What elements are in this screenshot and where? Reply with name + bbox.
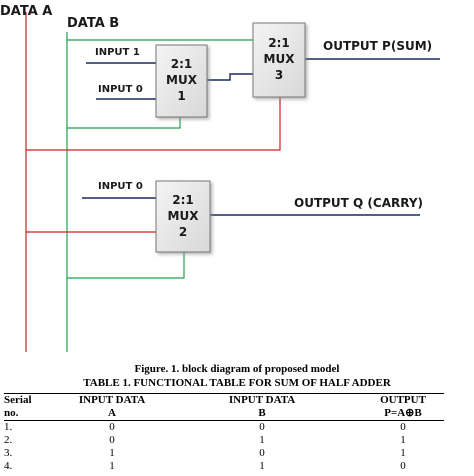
table-header-row-2: no. A B P=A⊕B <box>4 407 444 421</box>
mux-3-line2: MUX <box>264 52 296 66</box>
cell-serial: 2. <box>4 434 13 446</box>
mux2-input0-label: INPUT 0 <box>98 181 143 192</box>
table-header-row-1: Serial INPUT DATA INPUT DATA OUTPUT <box>4 393 444 408</box>
mux-2-line3: 2 <box>179 225 187 239</box>
cell-a: 1 <box>109 447 115 459</box>
mux1-to-mux3 <box>207 73 253 81</box>
cell-serial: 4. <box>4 460 13 472</box>
table-title: TABLE 1. FUNCTIONAL TABLE FOR SUM OF HAL… <box>83 377 391 389</box>
cell-serial: 1. <box>4 421 13 433</box>
block-diagram: 2:1 MUX 1 2:1 MUX 3 2:1 MUX 2 DATA A DAT… <box>0 4 440 352</box>
half-adder-sum-table: Serial INPUT DATA INPUT DATA OUTPUT no. … <box>4 393 444 473</box>
cell-b: 1 <box>259 434 265 446</box>
data-b-label: DATA B <box>67 16 119 31</box>
cell-a: 1 <box>109 460 115 472</box>
mux-3-block: 2:1 MUX 3 <box>252 22 306 98</box>
table-row: 3. 1 0 1 <box>4 447 444 460</box>
output-sum-label: OUTPUT P(SUM) <box>323 39 432 53</box>
header-input-b: INPUT DATA <box>228 394 296 406</box>
mux-3-line1: 2:1 <box>268 36 290 50</box>
mux1-input0-label: INPUT 0 <box>98 84 143 95</box>
cell-serial: 3. <box>4 447 13 459</box>
data-a-to-mux3-select <box>26 97 281 151</box>
cell-b: 0 <box>259 421 265 433</box>
data-b-to-mux2-select <box>67 252 185 279</box>
cell-output: 0 <box>400 421 406 433</box>
mux-1-line1: 2:1 <box>171 57 193 71</box>
mux-1-line2: MUX <box>166 73 198 87</box>
mux-1-line3: 1 <box>177 89 185 103</box>
mux-3-line3: 3 <box>275 68 283 82</box>
data-a-label: DATA A <box>0 4 52 19</box>
cell-output: 1 <box>400 434 406 446</box>
cell-output: 0 <box>400 460 406 472</box>
header-no: no. <box>4 407 19 419</box>
mux1-input1-label: INPUT 1 <box>95 47 140 58</box>
cell-b: 1 <box>259 460 265 472</box>
mux-2-block: 2:1 MUX 2 <box>155 180 211 253</box>
header-a: A <box>108 407 116 419</box>
header-input-a: INPUT DATA <box>78 394 146 406</box>
mux-1-block: 2:1 MUX 1 <box>155 44 208 118</box>
header-output: OUTPUT <box>380 394 426 406</box>
table-row: 4. 1 1 0 <box>4 460 444 473</box>
cell-output: 1 <box>400 447 406 459</box>
cell-a: 0 <box>109 421 115 433</box>
header-formula: P=A⊕B <box>384 407 422 419</box>
cell-a: 0 <box>109 434 115 446</box>
table-row: 1. 0 0 0 <box>4 420 444 435</box>
table-row: 2. 0 1 1 <box>4 434 444 447</box>
data-b-to-mux1-select <box>67 117 181 129</box>
figure-caption: Figure. 1. block diagram of proposed mod… <box>134 363 340 375</box>
cell-b: 0 <box>259 447 265 459</box>
header-serial: Serial <box>4 394 32 406</box>
output-carry-label: OUTPUT Q (CARRY) <box>294 196 423 210</box>
header-b: B <box>258 407 266 419</box>
mux-2-line2: MUX <box>168 209 200 223</box>
mux-2-line1: 2:1 <box>172 193 194 207</box>
